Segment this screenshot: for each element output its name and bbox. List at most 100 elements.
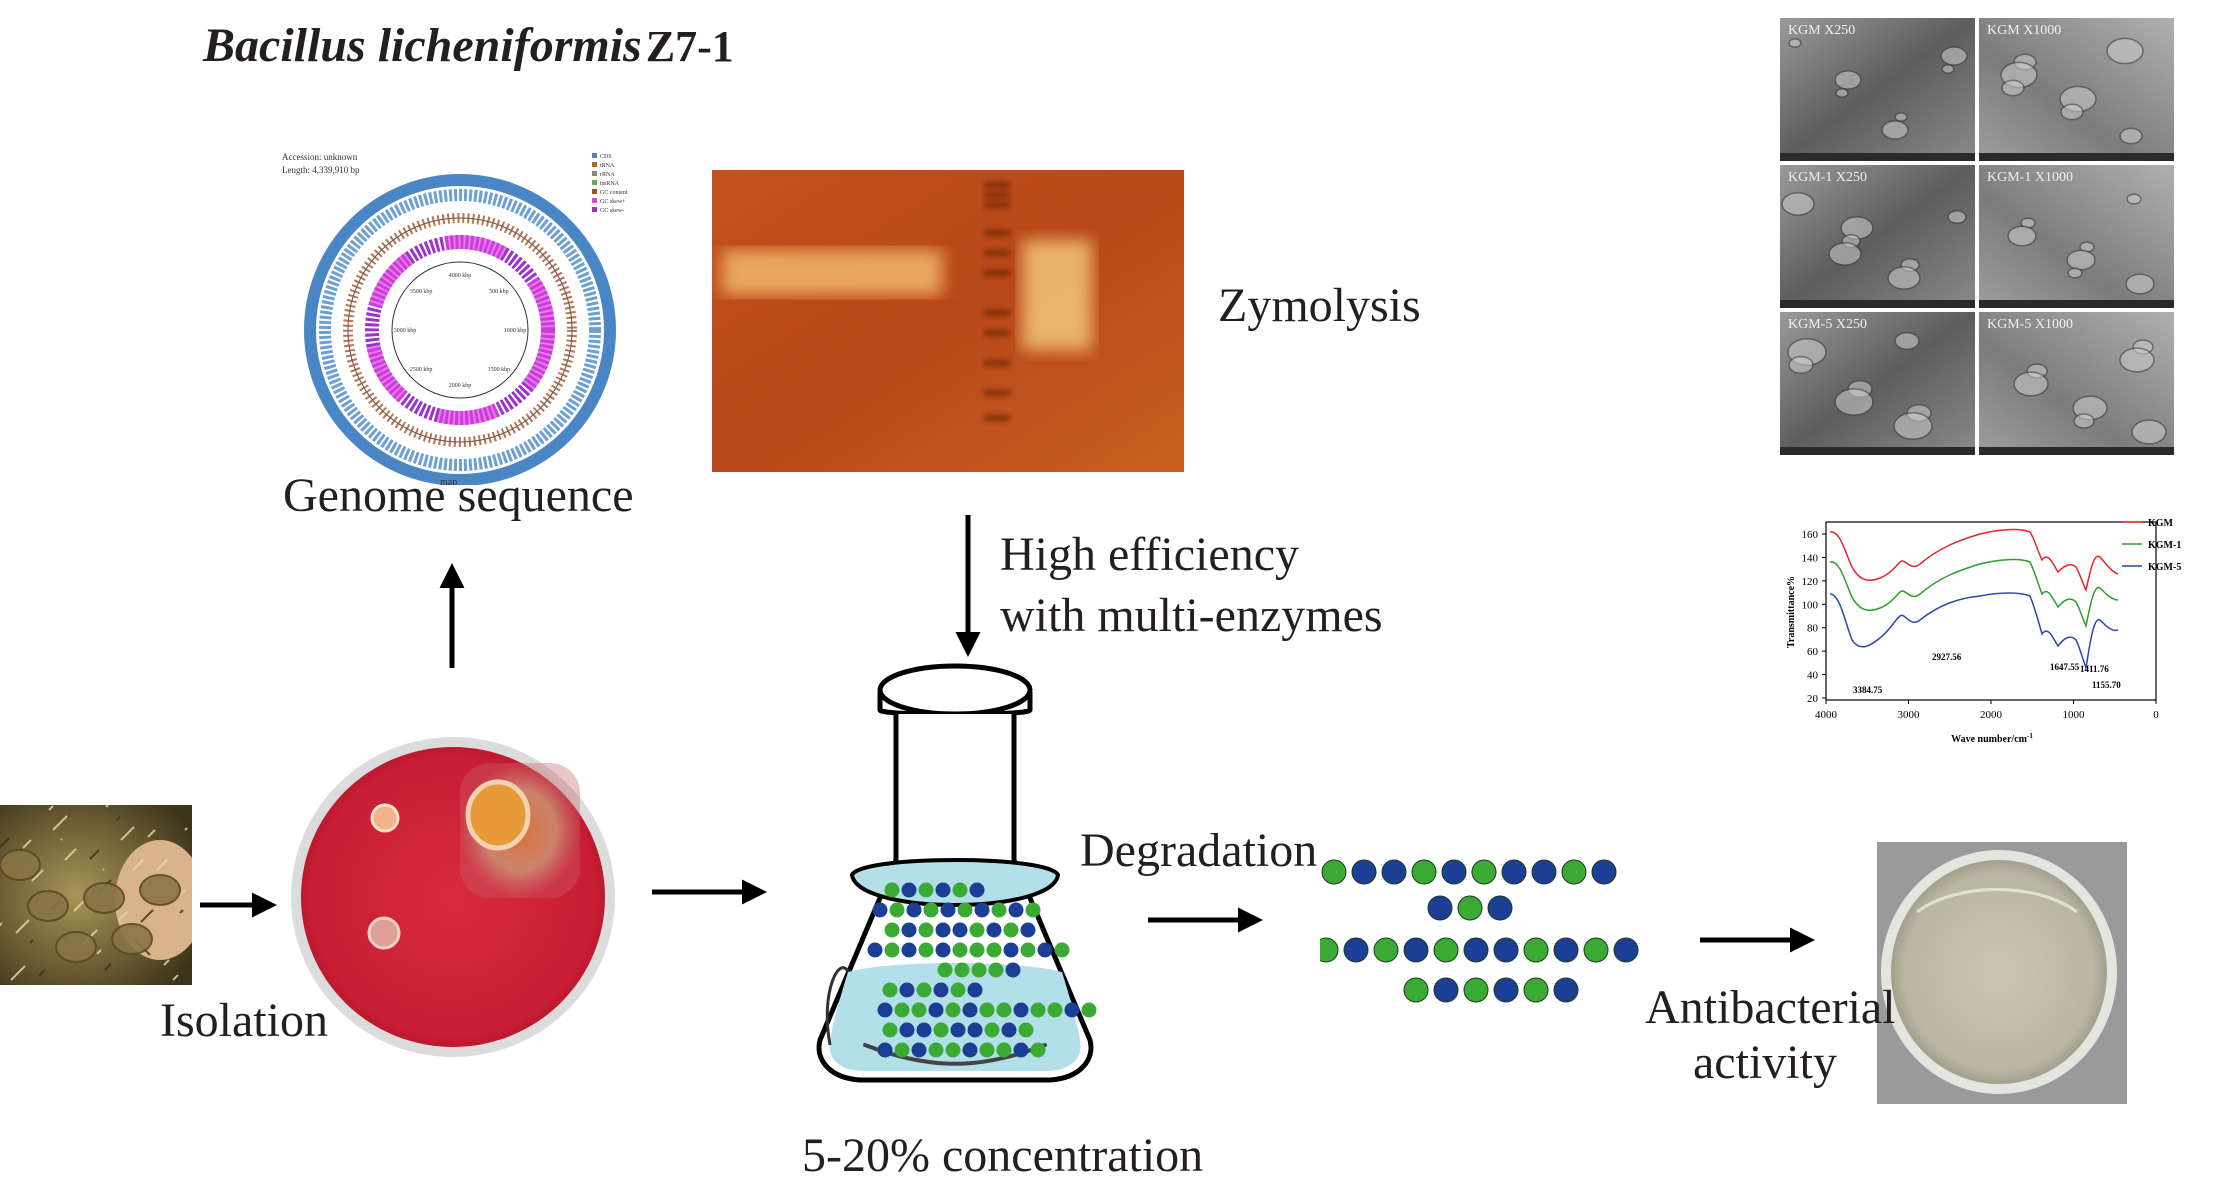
genome-tick-label: 2500 kbp (410, 367, 433, 373)
oligosaccharide-bead (1463, 977, 1489, 1003)
cds-ring-outer (304, 174, 616, 485)
polysaccharide-bead (889, 902, 905, 918)
oligosaccharide-bead (1351, 859, 1377, 885)
polysaccharide-bead (1001, 1022, 1017, 1038)
isolation-label: Isolation (160, 994, 328, 1047)
ftir-ytick: 120 (1802, 576, 1819, 588)
sem-particle (2125, 273, 2155, 295)
oligosaccharide-bead (1583, 937, 1609, 963)
sem-panel: KGM-5 X1000 (1979, 312, 2174, 455)
polysaccharide-bead (928, 1002, 944, 1018)
polysaccharide-bead (954, 962, 970, 978)
oligosaccharide-bead (1463, 937, 1489, 963)
oligosaccharide-bead (1457, 895, 1483, 921)
oligosaccharide-bead (1411, 859, 1437, 885)
polysaccharide-bead (986, 942, 1002, 958)
polysaccharide-bead (988, 962, 1004, 978)
polysaccharide-bead (882, 982, 898, 998)
ladder-band (984, 330, 1010, 336)
sem-particle (1788, 355, 1814, 375)
oligosaccharide-bead (1433, 937, 1459, 963)
polysaccharide-bead (957, 902, 973, 918)
ftir-xlabel: Wave number/cm-1 (1951, 732, 2033, 745)
polysaccharide-bead (906, 902, 922, 918)
oligosaccharide-bead (1531, 859, 1557, 885)
polysaccharide-bead (969, 882, 985, 898)
oligosaccharide-bead (1553, 977, 1579, 1003)
sem-particle (1887, 266, 1921, 290)
plate-agar (1891, 860, 2107, 1084)
polysaccharide-bead (1020, 922, 1036, 938)
ftir-line-kgm (1829, 528, 2119, 593)
colony-small-top (370, 803, 400, 833)
polysaccharide-bead (967, 982, 983, 998)
polysaccharide-bead (1013, 1002, 1029, 1018)
sem-particle (1828, 242, 1862, 266)
sem-infobar (1780, 300, 1975, 308)
polysaccharide-bead (935, 922, 951, 938)
gel-ladder (984, 182, 1010, 421)
oligosaccharide-bead (1553, 937, 1579, 963)
polysaccharide-bead (952, 882, 968, 898)
legend-swatch (592, 171, 597, 176)
ftir-peak-annotation: 1155.70 (2092, 680, 2121, 690)
erlenmeyer-flask (816, 663, 1097, 1083)
title: Bacillus licheniformis Z7-1 (203, 18, 734, 73)
oligosaccharide-bead (1427, 895, 1453, 921)
oligosaccharide-bead (1441, 859, 1467, 885)
sem-particle (1947, 209, 1967, 225)
polysaccharide-bead (884, 922, 900, 938)
polysaccharide-bead (1005, 962, 1021, 978)
sem-particle (2119, 127, 2143, 145)
liquid-surface (849, 858, 1061, 907)
polysaccharide-bead (962, 1002, 978, 1018)
polysaccharide-bead (1003, 922, 1019, 938)
oligosaccharide-bead (1320, 937, 1339, 963)
genome-tick-label: 1000 kbp (504, 328, 527, 334)
sem-infobar (1979, 300, 2174, 308)
oligosaccharide-bead (1561, 859, 1587, 885)
legend-swatch (592, 162, 597, 167)
polysaccharide-bead (884, 882, 900, 898)
ladder-band (984, 202, 1010, 208)
polysaccharide-bead (967, 1022, 983, 1038)
polysaccharide-bead (1025, 902, 1041, 918)
gc-skew-plus (365, 235, 555, 425)
ftir-xtick: 1000 (2063, 709, 2086, 721)
genome-map-label: map (440, 477, 457, 485)
polysaccharide-bead (1081, 1002, 1097, 1018)
polysaccharide-bead (935, 882, 951, 898)
legend-swatch (592, 180, 597, 185)
polysaccharide-bead (937, 962, 953, 978)
polysaccharide-bead (933, 982, 949, 998)
polysaccharide-bead (1008, 902, 1024, 918)
genome-tick-label: 4000 kbp (449, 273, 472, 279)
genome-tick-label: 3500 kbp (410, 289, 433, 295)
flask-side-shine (825, 966, 850, 1046)
sem-particle (1893, 411, 1933, 441)
oligosaccharide-bead (1501, 859, 1527, 885)
polysaccharide-bead (969, 922, 985, 938)
sem-panel-image (1780, 165, 1975, 308)
sem-panel-label: KGM-1 X250 (1788, 170, 1867, 185)
concentration-label: 5-20% concentration (802, 1129, 1204, 1182)
polysaccharide-bead (894, 1042, 910, 1058)
polysaccharide-bead (882, 1022, 898, 1038)
polysaccharide-bead (969, 942, 985, 958)
oligosaccharide-bead (1613, 937, 1639, 963)
sem-panel-label: KGM-5 X1000 (1987, 317, 2073, 332)
sem-infobar (1780, 447, 1975, 455)
polysaccharide-bead (1013, 1042, 1029, 1058)
colony-small-bottom (367, 916, 401, 950)
ladder-band (984, 182, 1010, 188)
genome-circular-map: Accession: unknown Length: 4,339,910 bp … (282, 152, 628, 485)
polysaccharide-bead (911, 1002, 927, 1018)
petri-dish-culture (291, 737, 615, 1057)
ladder-band (984, 192, 1010, 198)
polysaccharide-bead (991, 902, 1007, 918)
legend-entry: GC skew- (600, 208, 624, 214)
sem-particle (2131, 419, 2167, 445)
